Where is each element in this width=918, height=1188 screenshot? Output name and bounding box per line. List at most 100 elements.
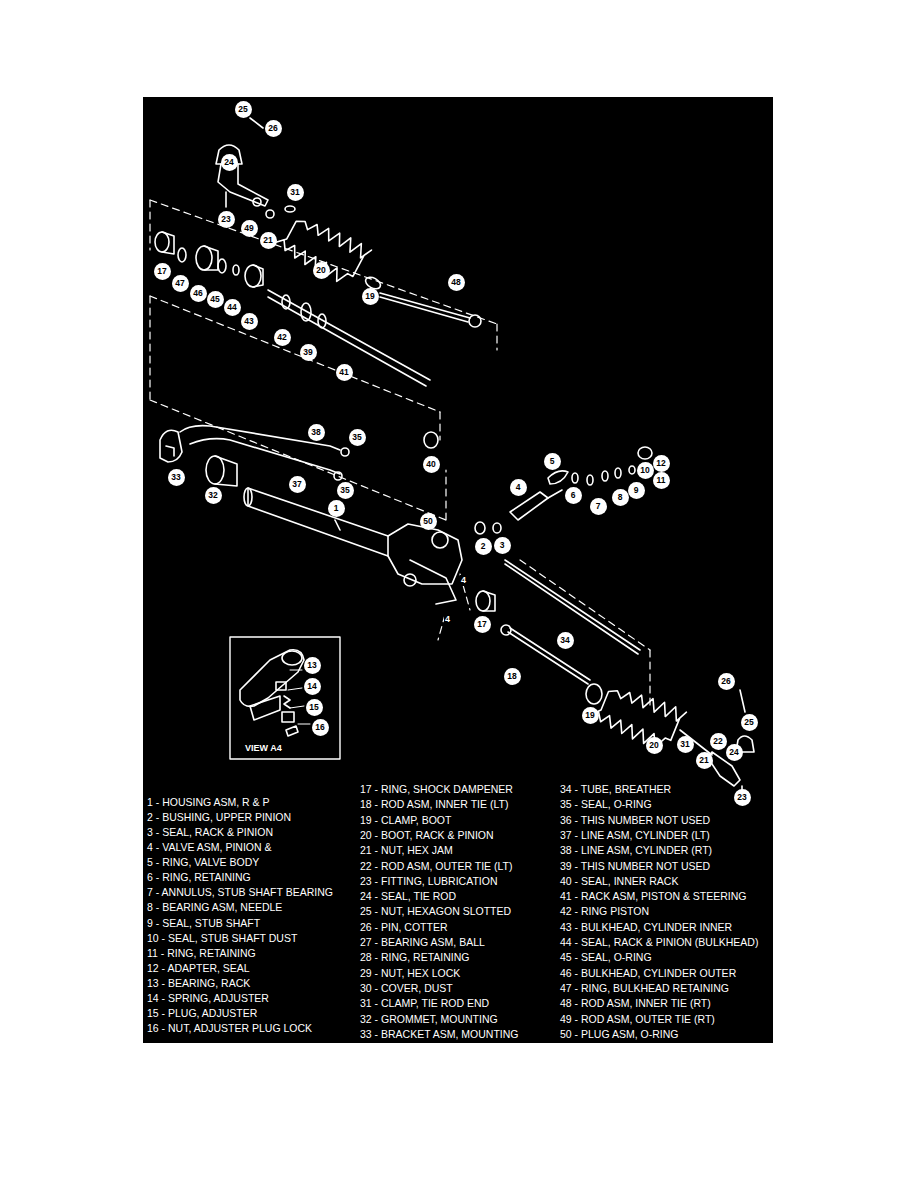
parts-key-entry: 8 - BEARING ASM, NEEDLE (147, 901, 282, 913)
view-label: VIEW A4 (244, 743, 283, 754)
parts-key-entry: 38 - LINE ASM, CYLINDER (RT) (560, 844, 712, 856)
parts-key-entry: 20 - BOOT, RACK & PINION (360, 829, 494, 841)
parts-key-entry: 21 - NUT, HEX JAM (360, 844, 453, 856)
parts-key-entry: 26 - PIN, COTTER (360, 921, 448, 933)
callout-number: 2 (475, 538, 492, 555)
callout-number: 32 (205, 487, 222, 504)
callout-number: 17 (474, 616, 491, 633)
parts-key-entry: 13 - BEARING, RACK (147, 977, 250, 989)
parts-key-entry: 30 - COVER, DUST (360, 982, 453, 994)
callout-number: 11 (653, 472, 670, 489)
parts-key-entry: 24 - SEAL, TIE ROD (360, 890, 456, 902)
callout-number: 20 (646, 737, 663, 754)
callout-number: 18 (504, 668, 521, 685)
parts-key-entry: 40 - SEAL, INNER RACK (560, 875, 678, 887)
callout-number: 3 (494, 537, 511, 554)
parts-key-entry: 47 - RING, BULKHEAD RETAINING (560, 982, 729, 994)
callout-number: 42 (274, 329, 291, 346)
callout-number: 22 (710, 733, 727, 750)
parts-key-entry: 17 - RING, SHOCK DAMPENER (360, 783, 513, 795)
parts-key-entry: 31 - CLAMP, TIE ROD END (360, 997, 489, 1009)
parts-key-entry: 14 - SPRING, ADJUSTER (147, 992, 269, 1004)
parts-key-entry: 4 - VALVE ASM, PINION & (147, 841, 271, 853)
callout-number: 13 (304, 657, 321, 674)
callout-number: 45 (207, 291, 224, 308)
callout-number: 37 (289, 476, 306, 493)
callout-number: 21 (696, 752, 713, 769)
callout-number: 8 (612, 489, 629, 506)
parts-key-entry: 34 - TUBE, BREATHER (560, 783, 671, 795)
parts-key-entry: 45 - SEAL, O-RING (560, 951, 652, 963)
callout-number: 49 (241, 220, 258, 237)
parts-key-entry: 7 - ANNULUS, STUB SHAFT BEARING (147, 886, 333, 898)
parts-key-entry: 39 - THIS NUMBER NOT USED (560, 860, 710, 872)
callout-number: 4 (510, 479, 527, 496)
callout-number: 21 (260, 232, 277, 249)
parts-key-entry: 16 - NUT, ADJUSTER PLUG LOCK (147, 1022, 312, 1034)
callout-number: 35 (349, 429, 366, 446)
parts-key-entry: 46 - BULKHEAD, CYLINDER OUTER (560, 967, 736, 979)
parts-key-entry: 36 - THIS NUMBER NOT USED (560, 814, 710, 826)
view-label: 4 (460, 575, 467, 586)
callout-number: 24 (726, 744, 743, 761)
callout-number: 40 (423, 456, 440, 473)
callout-number: 23 (218, 211, 235, 228)
callout-number: 47 (172, 275, 189, 292)
parts-key-entry: 33 - BRACKET ASM, MOUNTING (360, 1028, 519, 1040)
callout-number: 5 (544, 453, 561, 470)
parts-key-entry: 50 - PLUG ASM, O-RING (560, 1028, 678, 1040)
parts-key-entry: 6 - RING, RETAINING (147, 871, 251, 883)
parts-key-entry: 35 - SEAL, O-RING (560, 798, 652, 810)
callout-number: 50 (420, 513, 437, 530)
parts-key-entry: 42 - RING PISTON (560, 905, 649, 917)
parts-key-entry: 44 - SEAL, RACK & PINION (BULKHEAD) (560, 936, 758, 948)
callout-number: 23 (734, 789, 751, 806)
callout-number: 39 (300, 344, 317, 361)
callout-number: 41 (336, 364, 353, 381)
parts-key-entry: 1 - HOUSING ASM, R & P (147, 796, 270, 808)
parts-key-entry: 48 - ROD ASM, INNER TIE (RT) (560, 997, 711, 1009)
callout-number: 19 (582, 707, 599, 724)
parts-key-entry: 19 - CLAMP, BOOT (360, 814, 451, 826)
callout-number: 43 (241, 313, 258, 330)
parts-key-entry: 32 - GROMMET, MOUNTING (360, 1013, 498, 1025)
parts-key-entry: 25 - NUT, HEXAGON SLOTTED (360, 905, 511, 917)
callout-number: 35 (337, 482, 354, 499)
parts-key-entry: 15 - PLUG, ADJUSTER (147, 1007, 257, 1019)
callout-number: 31 (677, 736, 694, 753)
callout-number: 12 (653, 455, 670, 472)
callout-number: 34 (557, 632, 574, 649)
parts-key-entry: 43 - BULKHEAD, CYLINDER INNER (560, 921, 732, 933)
callout-number: 15 (306, 699, 323, 716)
callout-number: 26 (718, 673, 735, 690)
parts-key-entry: 2 - BUSHING, UPPER PINION (147, 811, 291, 823)
parts-key-entry: 18 - ROD ASM, INNER TIE (LT) (360, 798, 508, 810)
callout-number: 10 (637, 462, 654, 479)
callout-number: 44 (224, 299, 241, 316)
callout-number: 20 (313, 262, 330, 279)
callout-number: 16 (312, 719, 329, 736)
parts-key-entry: 23 - FITTING, LUBRICATION (360, 875, 497, 887)
parts-key-entry: 37 - LINE ASM, CYLINDER (LT) (560, 829, 710, 841)
parts-key-entry: 28 - RING, RETAINING (360, 951, 470, 963)
callout-number: 25 (235, 101, 252, 118)
parts-key-entry: 49 - ROD ASM, OUTER TIE (RT) (560, 1013, 715, 1025)
callout-number: 17 (154, 263, 171, 280)
callout-number: 46 (190, 285, 207, 302)
parts-key-entry: 41 - RACK ASM, PISTON & STEERING (560, 890, 747, 902)
callout-number: 33 (168, 469, 185, 486)
parts-key-entry: 9 - SEAL, STUB SHAFT (147, 917, 260, 929)
callout-number: 24 (221, 154, 238, 171)
parts-key-entry: 29 - NUT, HEX LOCK (360, 967, 460, 979)
parts-key-entry: 27 - BEARING ASM, BALL (360, 936, 485, 948)
callout-number: 31 (287, 184, 304, 201)
view-label: 4 (444, 614, 451, 625)
callout-number: 48 (448, 274, 465, 291)
parts-key-entry: 3 - SEAL, RACK & PINION (147, 826, 273, 838)
parts-key-entry: 12 - ADAPTER, SEAL (147, 962, 250, 974)
callout-number: 7 (590, 498, 607, 515)
parts-key-entry: 10 - SEAL, STUB SHAFT DUST (147, 932, 297, 944)
parts-key-entry: 22 - ROD ASM, OUTER TIE (LT) (360, 860, 512, 872)
callout-number: 9 (628, 482, 645, 499)
